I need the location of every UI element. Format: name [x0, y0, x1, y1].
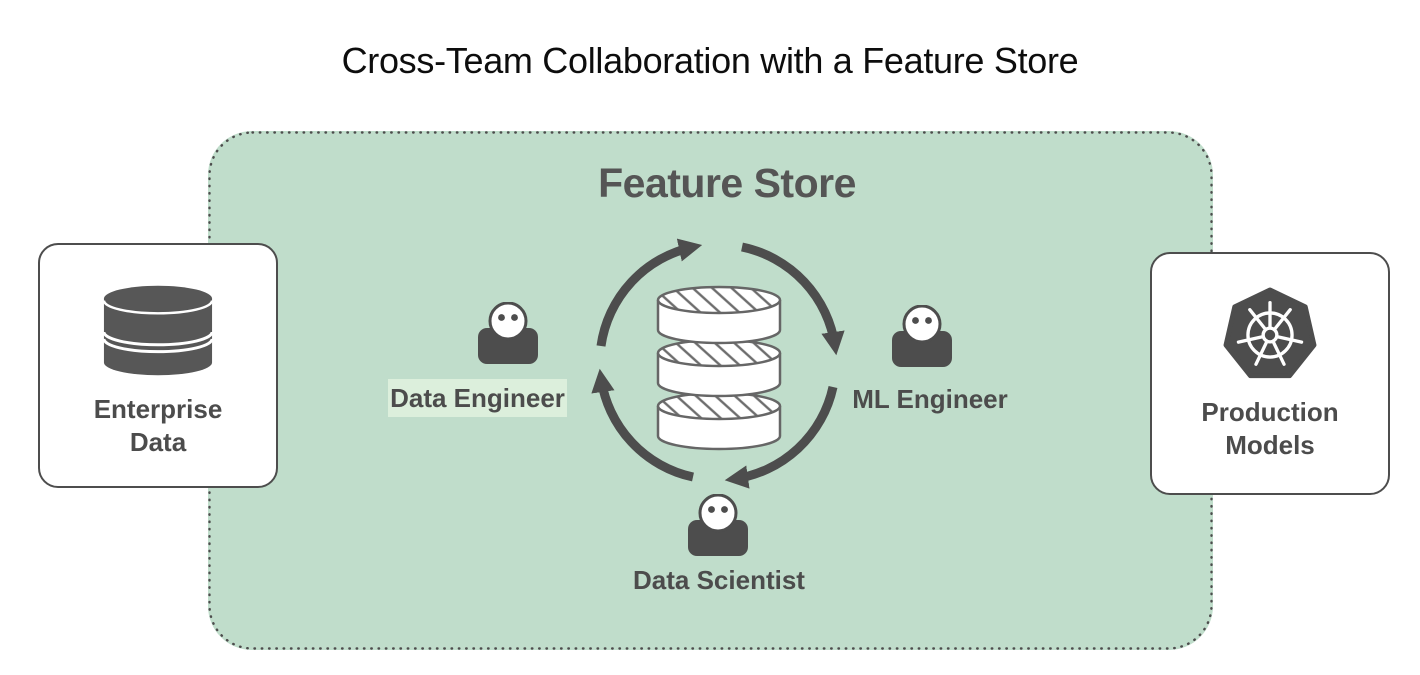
ml-engineer-person-icon: [892, 305, 952, 367]
database-icon: [102, 285, 214, 376]
kubernetes-icon: [1223, 287, 1317, 379]
data-engineer-label: Data Engineer: [388, 379, 567, 417]
database-cycle-icon: [591, 238, 845, 489]
ml-engineer-label: ML Engineer: [852, 384, 1008, 414]
enterprise-data-label-line1: Enterprise: [93, 394, 223, 424]
feature-store-title: Feature Store: [598, 160, 856, 206]
enterprise-data-label: Enterprise Data: [94, 393, 223, 459]
data-scientist-person-icon: [688, 494, 748, 556]
feature-database-icon: [656, 285, 782, 451]
enterprise-data-card: Enterprise Data: [38, 243, 278, 488]
cycle-arrows-icon: [591, 238, 845, 489]
production-models-card: Production Models: [1150, 252, 1390, 495]
diagram-title: Cross-Team Collaboration with a Feature …: [341, 40, 1079, 81]
production-models-label: Production Models: [1201, 396, 1338, 462]
production-models-label-line2: Models: [1225, 430, 1315, 460]
data-engineer-person-icon: [478, 302, 538, 364]
production-models-label-line1: Production: [1201, 397, 1339, 427]
enterprise-data-label-line2: Data: [129, 427, 187, 457]
data-scientist-label: Data Scientist: [633, 565, 805, 595]
